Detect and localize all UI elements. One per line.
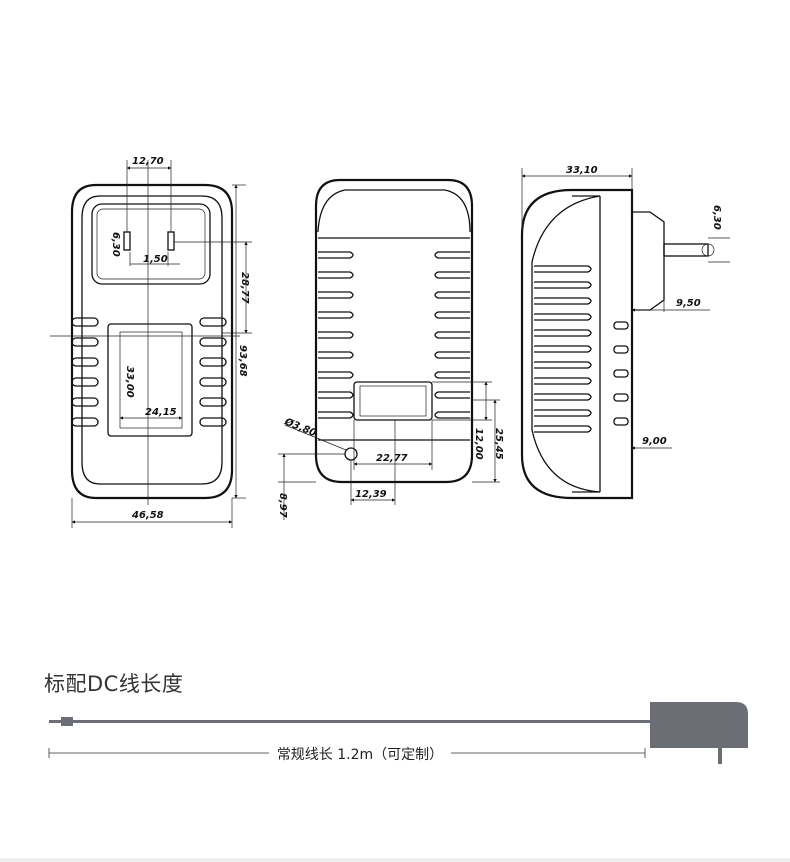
dc-plug	[61, 717, 73, 726]
adapter-prong	[718, 748, 722, 764]
back-view: Ø3,80 22,77 12,00 25,45 8,97 12,39	[277, 178, 504, 520]
dim-label-height: 33,00	[124, 366, 135, 398]
cable-illustration	[48, 702, 748, 764]
back-vents-right	[434, 251, 470, 419]
dc-cable	[73, 720, 651, 723]
dim-pin-thickness: 6,30	[711, 205, 722, 230]
side-view: 33,10 6,30 9,50 9,00	[520, 165, 730, 500]
dim-label-width: 24,15	[145, 407, 177, 418]
cable-length-text: 常规线长 1.2m（可定制）	[268, 747, 452, 763]
cable-length-label: 常规线长 1.2m（可定制）	[0, 744, 720, 764]
dim-hole-spacing: 12,39	[355, 489, 387, 500]
dc-cable-section: 标配DC线长度 常规线长 1.2m（可定制）	[0, 640, 790, 840]
dim-pin-width: 1,50	[143, 254, 168, 265]
dim-total-width: 46,58	[131, 510, 164, 521]
dim-depth: 33,10	[566, 165, 598, 176]
dim-window-offset: 25,45	[493, 428, 504, 460]
section-title: 标配DC线长度	[44, 672, 184, 696]
dim-pin-spacing: 12,70	[132, 156, 164, 167]
dim-hole-diameter: Ø3,80	[282, 415, 318, 439]
dim-window-height: 12,00	[473, 428, 484, 460]
dim-hole-offset: 8,97	[277, 493, 288, 518]
technical-drawing: 12,70 6,30 1,50 28,77 93,68 33,00 24,15 …	[50, 156, 730, 528]
dim-window-width: 22,77	[376, 453, 408, 464]
adapter-body	[650, 702, 748, 748]
front-vents-left	[71, 317, 99, 427]
back-vents-left	[318, 251, 354, 419]
dim-total-height: 93,68	[237, 345, 248, 377]
dc-plug-tip	[49, 720, 61, 723]
footer-divider	[0, 858, 790, 862]
front-view: 12,70 6,30 1,50 28,77 93,68 33,00 24,15 …	[50, 156, 252, 528]
dim-bottom-step: 9,00	[642, 436, 667, 447]
front-vents-right	[199, 317, 227, 427]
side-ribs	[534, 265, 629, 433]
dim-pin-length: 9,50	[676, 298, 701, 309]
dim-plug-height: 28,77	[239, 272, 250, 304]
dim-pin-height: 6,30	[110, 232, 121, 257]
